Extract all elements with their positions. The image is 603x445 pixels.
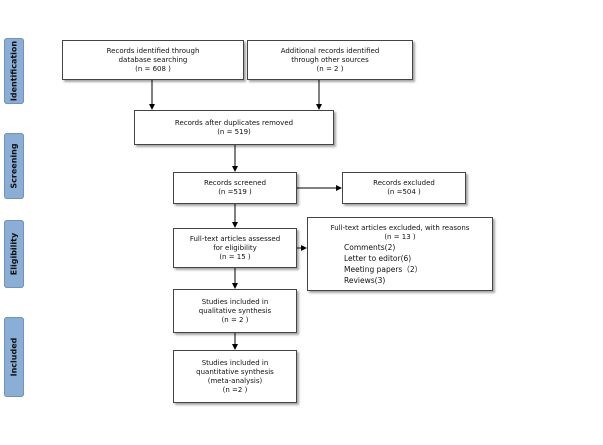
box-records-excluded: Records excluded (n =504 ) [342,172,466,204]
box-text: Full-text articles excluded, with reason… [330,224,470,232]
box-records-screened: Records screened (n =519 ) [173,172,297,204]
box-text: through other sources [291,55,369,64]
box-text: for eligibility [213,243,257,252]
box-other-sources: Additional records identified through ot… [247,40,413,80]
box-text: qualitative synthesis [198,306,272,315]
box-count: (n = 2 ) [221,315,249,324]
exclusion-reason: Letter to editor(6) [344,254,412,263]
box-count: (n =2 ) [222,385,248,394]
box-text: quantitative synthesis [196,367,274,376]
box-count: (n = 15 ) [219,252,251,261]
box-text: database searching [118,55,188,64]
box-count: (n =519 ) [218,188,252,196]
box-count: (n = 13 ) [384,233,416,241]
phase-identification: Identification [4,38,24,104]
exclusion-reason: Meeting papers（2） [344,265,423,274]
box-fulltext-excluded: Full-text articles excluded, with reason… [307,217,493,291]
box-text: Records identified through [106,46,200,55]
box-text: Records screened [203,179,267,187]
box-count: (n = 519) [217,127,251,136]
box-text: Full-text articles assessed [189,234,281,243]
phase-screening: Screening [4,133,24,199]
box-text: Additional records identified [280,46,380,55]
box-fulltext-assessed: Full-text articles assessed for eligibil… [173,228,297,268]
box-text: (meta-analysis) [207,376,263,385]
box-count: (n = 608 ) [135,64,171,73]
box-text: Records excluded [373,179,435,187]
box-count: (n =504 ) [387,188,421,196]
phase-eligibility: Eligibility [4,220,24,288]
box-quantitative-synthesis: Studies included in quantitative synthes… [173,350,297,403]
box-text: Studies included in [201,358,269,367]
box-qualitative-synthesis: Studies included in qualitative synthesi… [173,289,297,333]
phase-included: Included [4,317,24,397]
box-text: Records after duplicates removed [174,118,294,127]
exclusion-reason: Reviews(3) [344,276,386,285]
box-text: Studies included in [201,297,269,306]
exclusion-reason: Comments(2) [344,243,396,252]
box-after-duplicates: Records after duplicates removed (n = 51… [134,110,334,145]
box-database-search: Records identified through database sear… [62,40,244,80]
box-count: (n = 2 ) [316,64,344,73]
